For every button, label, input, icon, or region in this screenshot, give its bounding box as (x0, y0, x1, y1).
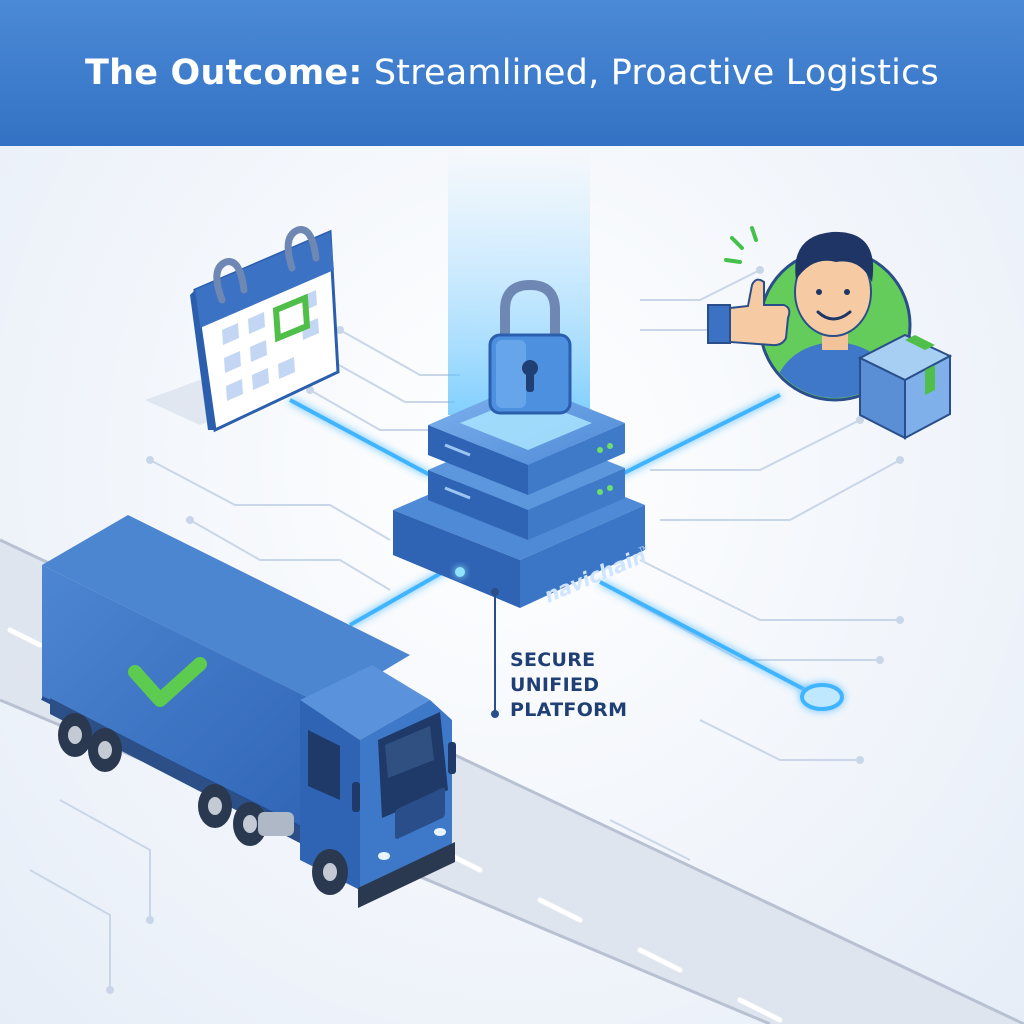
header-banner: The Outcome: Streamlined, Proactive Logi… (0, 0, 1024, 146)
brand-trademark: TM (637, 544, 649, 554)
package-box-icon (857, 333, 953, 440)
delivery-truck-icon (41, 515, 456, 908)
calendar-icon (145, 226, 340, 433)
endpoint-node (800, 683, 844, 711)
page-title: The Outcome: Streamlined, Proactive Logi… (85, 53, 939, 93)
padlock-icon (488, 279, 572, 415)
connection-lines (289, 393, 816, 697)
callout-line-3: PLATFORM (510, 699, 628, 721)
title-rest: Streamlined, Proactive Logistics (362, 53, 939, 93)
circuit-traces (29, 269, 901, 990)
callout-line-1: SECURE (510, 649, 596, 671)
label-pointer (491, 588, 499, 718)
callout-line-2: UNIFIED (510, 674, 600, 696)
checkmark-icon (128, 657, 207, 707)
title-emphasis: The Outcome: (85, 53, 363, 93)
thumbs-up-hand (707, 278, 791, 347)
platform-callout-label: SECURE UNIFIED PLATFORM (510, 648, 710, 723)
